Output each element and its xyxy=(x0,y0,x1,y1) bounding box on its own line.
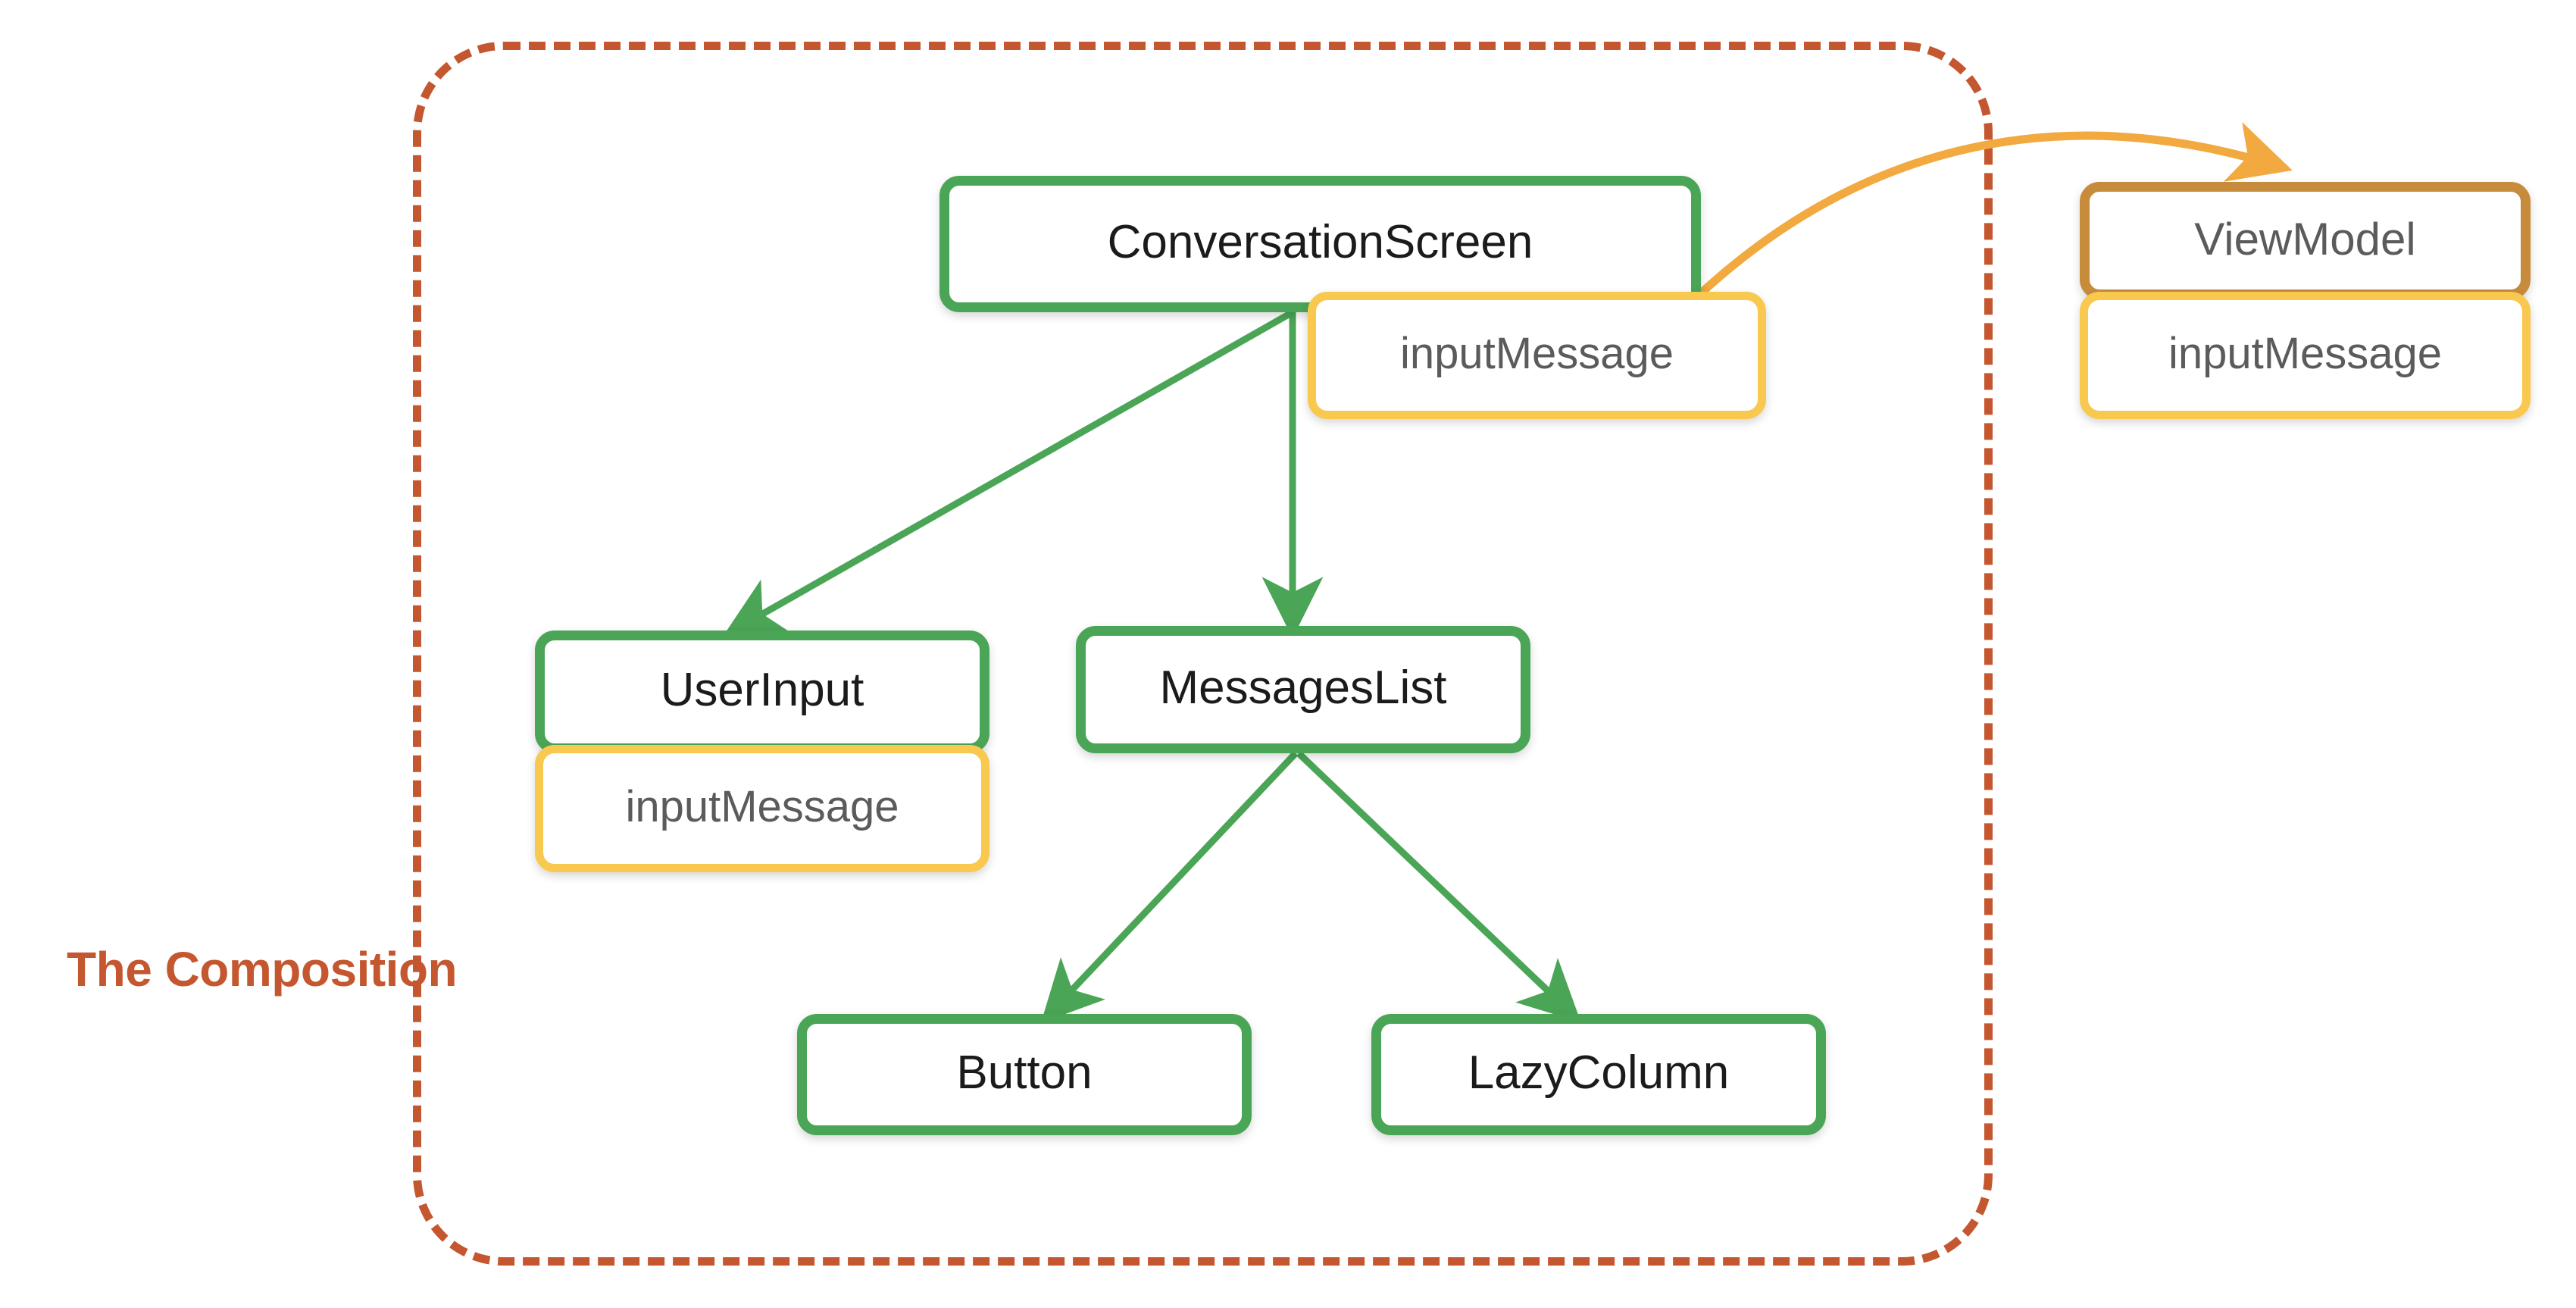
node-label: Button xyxy=(956,1047,1093,1099)
node-label: MessagesList xyxy=(1159,662,1447,714)
node-view-model-state[interactable]: inputMessage xyxy=(2080,292,2531,419)
node-label: ViewModel xyxy=(2194,213,2416,264)
node-button[interactable]: Button xyxy=(797,1014,1252,1135)
node-label: ConversationScreen xyxy=(1107,216,1533,268)
node-label: inputMessage xyxy=(2168,329,2443,378)
composition-boundary xyxy=(413,42,1993,1266)
node-user-input-state[interactable]: inputMessage xyxy=(535,745,989,872)
node-label: UserInput xyxy=(660,664,864,716)
node-label: inputMessage xyxy=(625,782,899,831)
node-messages-list[interactable]: MessagesList xyxy=(1076,626,1530,753)
composition-label: The Composition xyxy=(67,942,458,997)
node-conversation-screen-state[interactable]: inputMessage xyxy=(1308,292,1766,419)
node-label: LazyColumn xyxy=(1468,1047,1730,1099)
node-user-input[interactable]: UserInput xyxy=(535,631,989,753)
node-lazy-column[interactable]: LazyColumn xyxy=(1371,1014,1826,1135)
node-view-model[interactable]: ViewModel xyxy=(2080,182,2531,299)
node-label: inputMessage xyxy=(1399,329,1674,378)
